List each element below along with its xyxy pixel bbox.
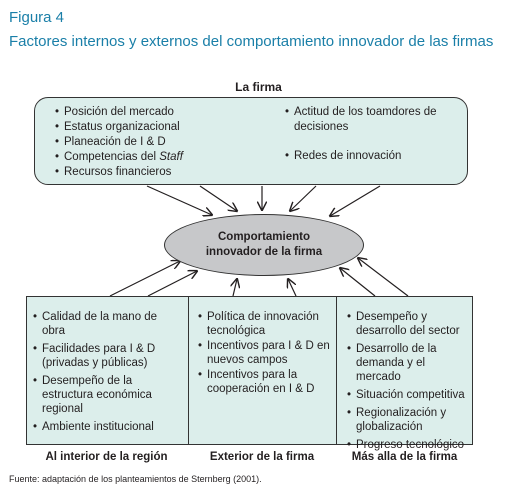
list-item: Incentivos para la cooperación en I & D xyxy=(198,368,338,396)
arrow-firm-to-center-2 xyxy=(199,185,237,211)
exterior-factors-list: Política de innovación tecnológica Incen… xyxy=(198,310,338,397)
list-item: Desempeño de la estructura económica reg… xyxy=(33,374,183,416)
list-item: Facilidades para I & D (privadas y públi… xyxy=(33,342,183,370)
arrow-firm-to-center-1 xyxy=(146,185,212,215)
list-item: Recursos financieros xyxy=(55,165,275,180)
column-divider xyxy=(188,297,189,444)
list-item: Redes de innovación xyxy=(285,149,460,164)
arrow-beyond-to-center-1 xyxy=(340,268,376,297)
region-factors-list: Calidad de la mano de obra Facilidades p… xyxy=(33,310,183,438)
arrow-firm-to-center-5 xyxy=(330,185,381,216)
list-item: Política de innovación tecnológica xyxy=(198,310,338,338)
list-item: Planeación de I & D xyxy=(55,135,275,150)
list-item: Estatus organizacional xyxy=(55,120,275,135)
arrow-exterior-to-center-2 xyxy=(288,279,297,297)
list-item: Incentivos para I & D en nuevos campos xyxy=(198,339,338,367)
region-column-label: Al interior de la región xyxy=(45,451,168,463)
list-item: Desarrollo de la demanda y el mercado xyxy=(347,342,472,384)
list-item: Desempeño y desarrollo del sector xyxy=(347,310,472,338)
beyond-column-label: Más alla de la firma xyxy=(351,451,458,463)
list-item: Posición del mercado xyxy=(55,105,275,120)
list-item: Progreso tecnológico xyxy=(347,438,472,452)
firm-left-list: Posición del mercado Estatus organizacio… xyxy=(55,105,275,180)
list-item: Actitud de los toamdores de decisiones xyxy=(285,105,460,135)
external-factors-box: Calidad de la mano de obra Facilidades p… xyxy=(26,296,473,452)
center-line-1: Comportamiento xyxy=(218,231,310,243)
figure-label: Figura 4 xyxy=(9,9,65,26)
exterior-column-label: Exterior de la firma xyxy=(209,451,315,463)
arrow-region-to-center-1 xyxy=(109,261,180,297)
center-behavior-ellipse: Comportamiento innovador de la firma xyxy=(164,214,364,276)
list-item: Competencias del Staff xyxy=(55,150,275,165)
list-item: Calidad de la mano de obra xyxy=(33,310,183,338)
list-item: Situación competitiva xyxy=(347,388,472,402)
arrow-region-to-center-2 xyxy=(147,271,197,297)
center-line-2: innovador de la firma xyxy=(205,246,323,258)
firm-internal-factors-box: Posición del mercado Estatus organizacio… xyxy=(34,97,468,185)
list-item: Ambiente institucional xyxy=(33,420,183,434)
list-item: Regionalización y globalización xyxy=(347,406,472,434)
beyond-firm-factors-list: Desempeño y desarrollo del sector Desarr… xyxy=(347,310,472,456)
firm-label: La firma xyxy=(235,80,282,94)
firm-right-list: Actitud de los toamdores de decisiones R… xyxy=(285,105,460,164)
arrow-beyond-to-center-2 xyxy=(358,258,409,297)
figure-title: Factores internos y externos del comport… xyxy=(9,33,494,50)
arrow-firm-to-center-4 xyxy=(290,185,317,211)
source-note: Fuente: adaptación de los planteamientos… xyxy=(9,474,262,484)
arrow-exterior-to-center-1 xyxy=(233,279,237,297)
